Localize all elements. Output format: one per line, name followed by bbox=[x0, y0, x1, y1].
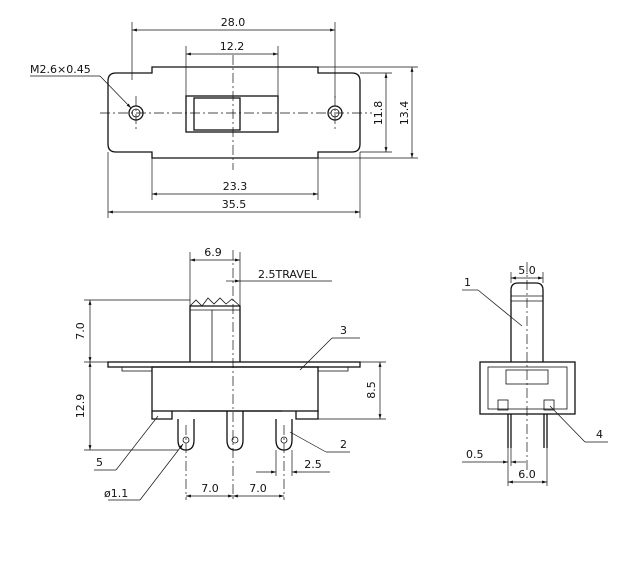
dim-flange-width: 35.5 bbox=[222, 198, 247, 211]
end-view: 5.0 0.5 6.0 1 4 bbox=[462, 262, 608, 486]
dim-overall-width: 28.0 bbox=[221, 16, 246, 29]
dim-hole-spacing: 23.3 bbox=[223, 180, 248, 193]
dim-pin-offset: 2.5 bbox=[304, 458, 322, 471]
dim-end-actuator-width: 5.0 bbox=[518, 264, 536, 277]
flange-outline bbox=[107, 66, 361, 159]
end-housing bbox=[479, 361, 576, 415]
dim-actuator-height: 7.0 bbox=[74, 322, 87, 340]
dim-actuator-width: 6.9 bbox=[204, 246, 222, 259]
dim-slot-width: 12.2 bbox=[220, 40, 245, 53]
callout-4: 4 bbox=[596, 428, 603, 441]
dim-body-height: 8.5 bbox=[365, 381, 378, 399]
dim-outer-height: 13.4 bbox=[398, 101, 411, 126]
dim-inner-height: 11.8 bbox=[372, 101, 385, 126]
callout-2: 2 bbox=[340, 438, 347, 451]
actuator bbox=[189, 305, 241, 362]
side-view: 6.9 2.5TRAVEL 7.0 12.9 8.5 7.0 7.0 2.5 bbox=[74, 246, 386, 501]
dim-pin-pitch-right: 7.0 bbox=[249, 482, 267, 495]
dim-pin-pitch-left: 7.0 bbox=[201, 482, 219, 495]
dim-pin-thickness: 0.5 bbox=[466, 448, 484, 461]
actuator-slot bbox=[185, 95, 279, 133]
switch-body bbox=[151, 366, 319, 412]
dim-travel: 2.5TRAVEL bbox=[258, 268, 318, 281]
top-view: 28.0 12.2 M2.6×0.45 11.8 13.4 23.3 35.5 bbox=[30, 16, 418, 218]
callout-3: 3 bbox=[340, 324, 347, 337]
callout-5: 5 bbox=[96, 456, 103, 469]
dim-hole-label: M2.6×0.45 bbox=[30, 63, 91, 76]
dim-body-depth: 12.9 bbox=[74, 394, 87, 419]
actuator-knob bbox=[193, 97, 241, 131]
dim-pin-hole: ø1.1 bbox=[104, 487, 128, 500]
callout-1: 1 bbox=[464, 276, 471, 289]
dim-pin-spacing: 6.0 bbox=[518, 468, 536, 481]
pin-center bbox=[226, 411, 244, 451]
flange-plate bbox=[107, 361, 361, 368]
